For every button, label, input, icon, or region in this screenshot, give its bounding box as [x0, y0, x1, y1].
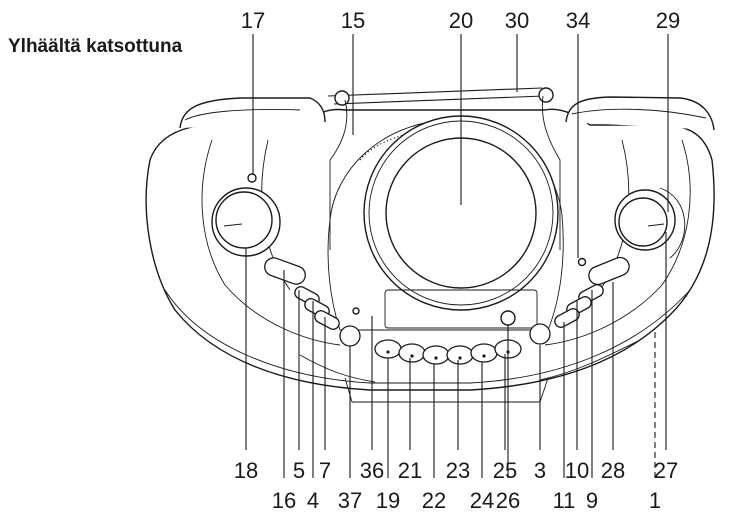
- device-body: [145, 87, 715, 403]
- callout-28: 28: [601, 458, 625, 483]
- callout-25: 25: [493, 458, 517, 483]
- callout-3: 3: [534, 458, 546, 483]
- callout-10: 10: [565, 458, 589, 483]
- callout-23: 23: [446, 458, 470, 483]
- callout-11: 11: [553, 488, 576, 513]
- callout-1: 1: [649, 488, 661, 513]
- callout-4: 4: [307, 488, 319, 513]
- callout-36: 36: [360, 458, 384, 483]
- callout-5: 5: [293, 458, 305, 483]
- callout-24: 24: [470, 488, 494, 513]
- callout-29: 29: [656, 8, 680, 33]
- heading: Ylhäältä katsottuna: [8, 36, 183, 57]
- callout-30: 30: [505, 8, 529, 33]
- callout-22: 22: [422, 488, 446, 513]
- callout-numbers: 17 15 20 30 34 29 18 5 7 36 21 23 25 3 1…: [234, 8, 680, 513]
- callout-27: 27: [654, 458, 678, 483]
- callout-18: 18: [234, 458, 258, 483]
- callout-20: 20: [449, 8, 473, 33]
- callout-34: 34: [566, 8, 590, 33]
- callout-37: 37: [338, 488, 362, 513]
- callout-21: 21: [398, 458, 422, 483]
- callout-lines: [245, 34, 669, 478]
- callout-9: 9: [586, 488, 598, 513]
- callout-15: 15: [341, 8, 365, 33]
- callout-19: 19: [376, 488, 400, 513]
- callout-7: 7: [319, 458, 331, 483]
- callout-16: 16: [272, 488, 296, 513]
- callout-17: 17: [241, 8, 265, 33]
- callout-26: 26: [496, 488, 520, 513]
